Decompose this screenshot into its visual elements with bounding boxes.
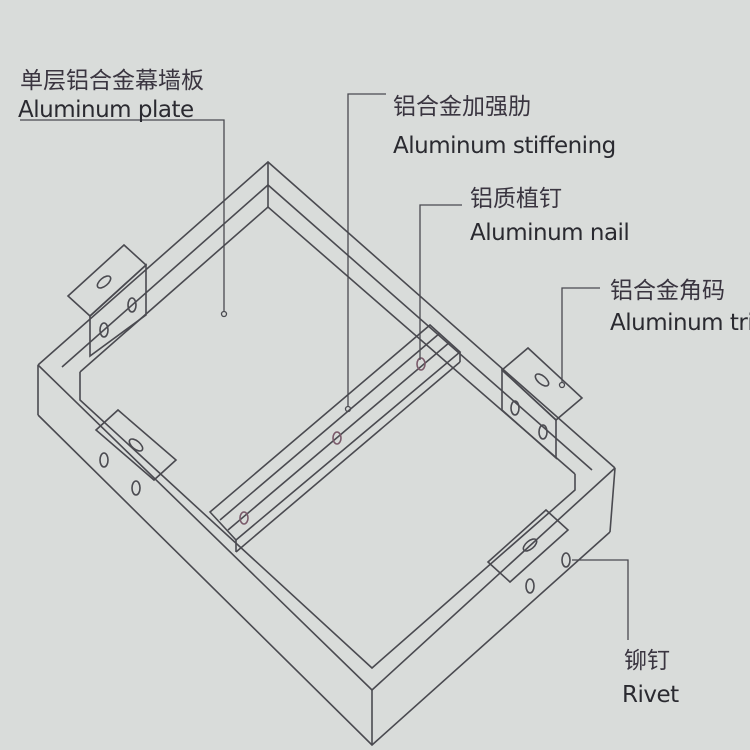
bracket-label-zh: 铝合金角码 [610, 278, 725, 304]
aluminum-nails [239, 357, 426, 525]
nail-label-zh: 铝质植钉 [470, 186, 562, 212]
rivet-label-zh: 铆钉 [624, 648, 670, 674]
plate-label-en: Aluminum plate [18, 97, 194, 123]
nail-label-en: Aluminum nail [470, 220, 630, 246]
stiffening-label-zh: 铝合金加强肋 [393, 94, 531, 120]
plate-label-zh: 单层铝合金幕墙板 [20, 68, 204, 94]
corner-bracket-top-left [66, 243, 148, 358]
bracket-label-en: Aluminum tria [610, 310, 750, 336]
leader-lines [20, 93, 629, 640]
corner-bracket-right [500, 346, 584, 460]
rivet-label-en: Rivet [622, 682, 679, 708]
stiffening-rib [208, 323, 462, 553]
panel-frame [37, 160, 616, 747]
corner-bracket-front [486, 508, 571, 594]
stiffening-label-en: Aluminum stiffening [393, 133, 616, 159]
corner-bracket-left [94, 408, 178, 496]
